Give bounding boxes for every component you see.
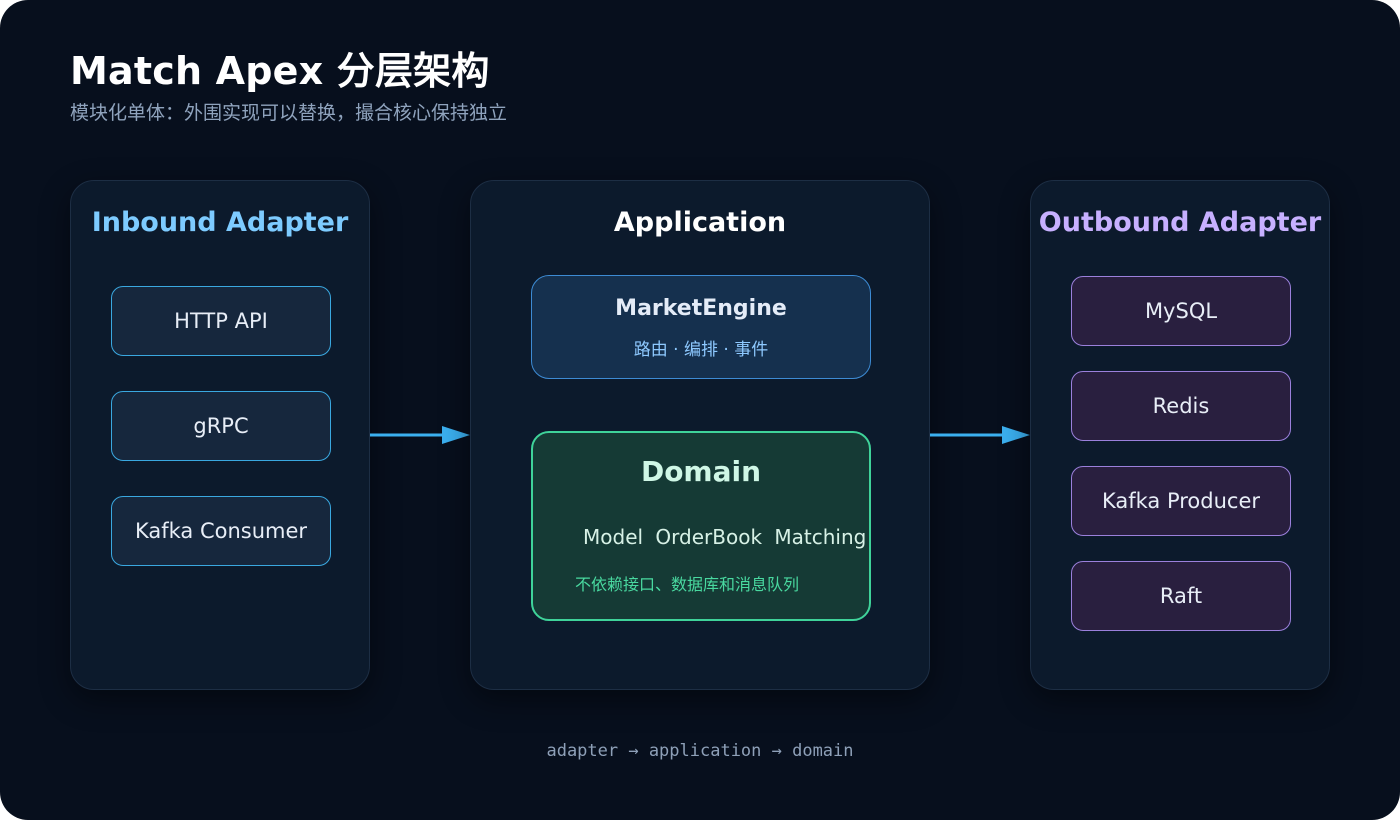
outbound-item-kafka-producer: Kafka Producer [1071,466,1291,536]
inbound-adapter-panel: Inbound Adapter HTTP API gRPC Kafka Cons… [70,180,370,690]
domain-models: Model OrderBook Matching [583,525,872,549]
outbound-adapter-panel: Outbound Adapter MySQL Redis Kafka Produ… [1030,180,1330,690]
arrow-right-icon [370,426,470,444]
outbound-item-mysql: MySQL [1071,276,1291,346]
inbound-item-grpc: gRPC [111,391,331,461]
outbound-item-raft: Raft [1071,561,1291,631]
domain-title: Domain [640,455,762,488]
outbound-adapter-title: Outbound Adapter [1038,207,1322,238]
market-engine-subtitle: 路由 · 编排 · 事件 [633,340,769,360]
inbound-item-kafka-consumer: Kafka Consumer [111,496,331,566]
market-engine-box: MarketEngine 路由 · 编排 · 事件 [531,275,871,379]
market-engine-name: MarketEngine [615,296,787,321]
domain-note: 不依赖接口、数据库和消息队列 [575,575,800,594]
application-panel: Application MarketEngine 路由 · 编排 · 事件 Do… [470,180,930,690]
inbound-adapter-title: Inbound Adapter [91,207,349,238]
outbound-item-redis: Redis [1071,371,1291,441]
inbound-item-http-api: HTTP API [111,286,331,356]
domain-model-orderbook: OrderBook [655,525,763,549]
domain-box: Domain Model OrderBook Matching 不依赖接口、数据… [531,431,871,621]
domain-model-model: Model [583,525,644,549]
application-title: Application [613,207,787,238]
page-subtitle: 模块化单体：外围实现可以替换，撮合核心保持独立 [70,102,508,124]
page-title: Match Apex 分层架构 [70,49,490,93]
domain-model-matching: Matching [774,525,867,549]
dependency-flow-caption: adapter → application → domain [546,741,854,761]
arrow-right-icon [930,426,1030,444]
